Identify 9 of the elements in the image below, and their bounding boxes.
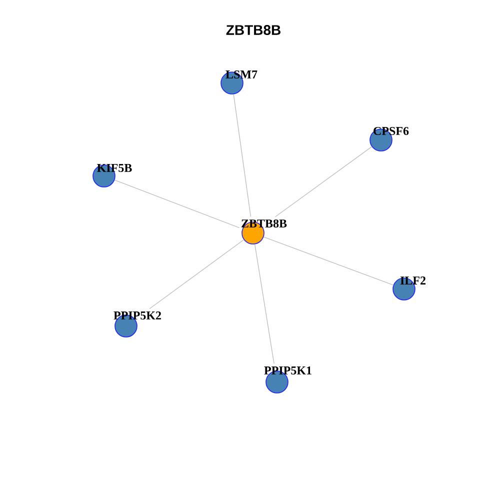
edge-line bbox=[263, 236, 394, 286]
title: ZBTB8B bbox=[226, 25, 280, 35]
edge-line bbox=[275, 146, 372, 218]
edge-line bbox=[233, 94, 252, 217]
node-label: PPIP5K2 bbox=[114, 311, 161, 320]
node-label: PPIP5K1 bbox=[264, 366, 312, 375]
edge-line bbox=[114, 180, 240, 228]
edge-line bbox=[254, 244, 274, 364]
edge-line bbox=[149, 239, 244, 310]
